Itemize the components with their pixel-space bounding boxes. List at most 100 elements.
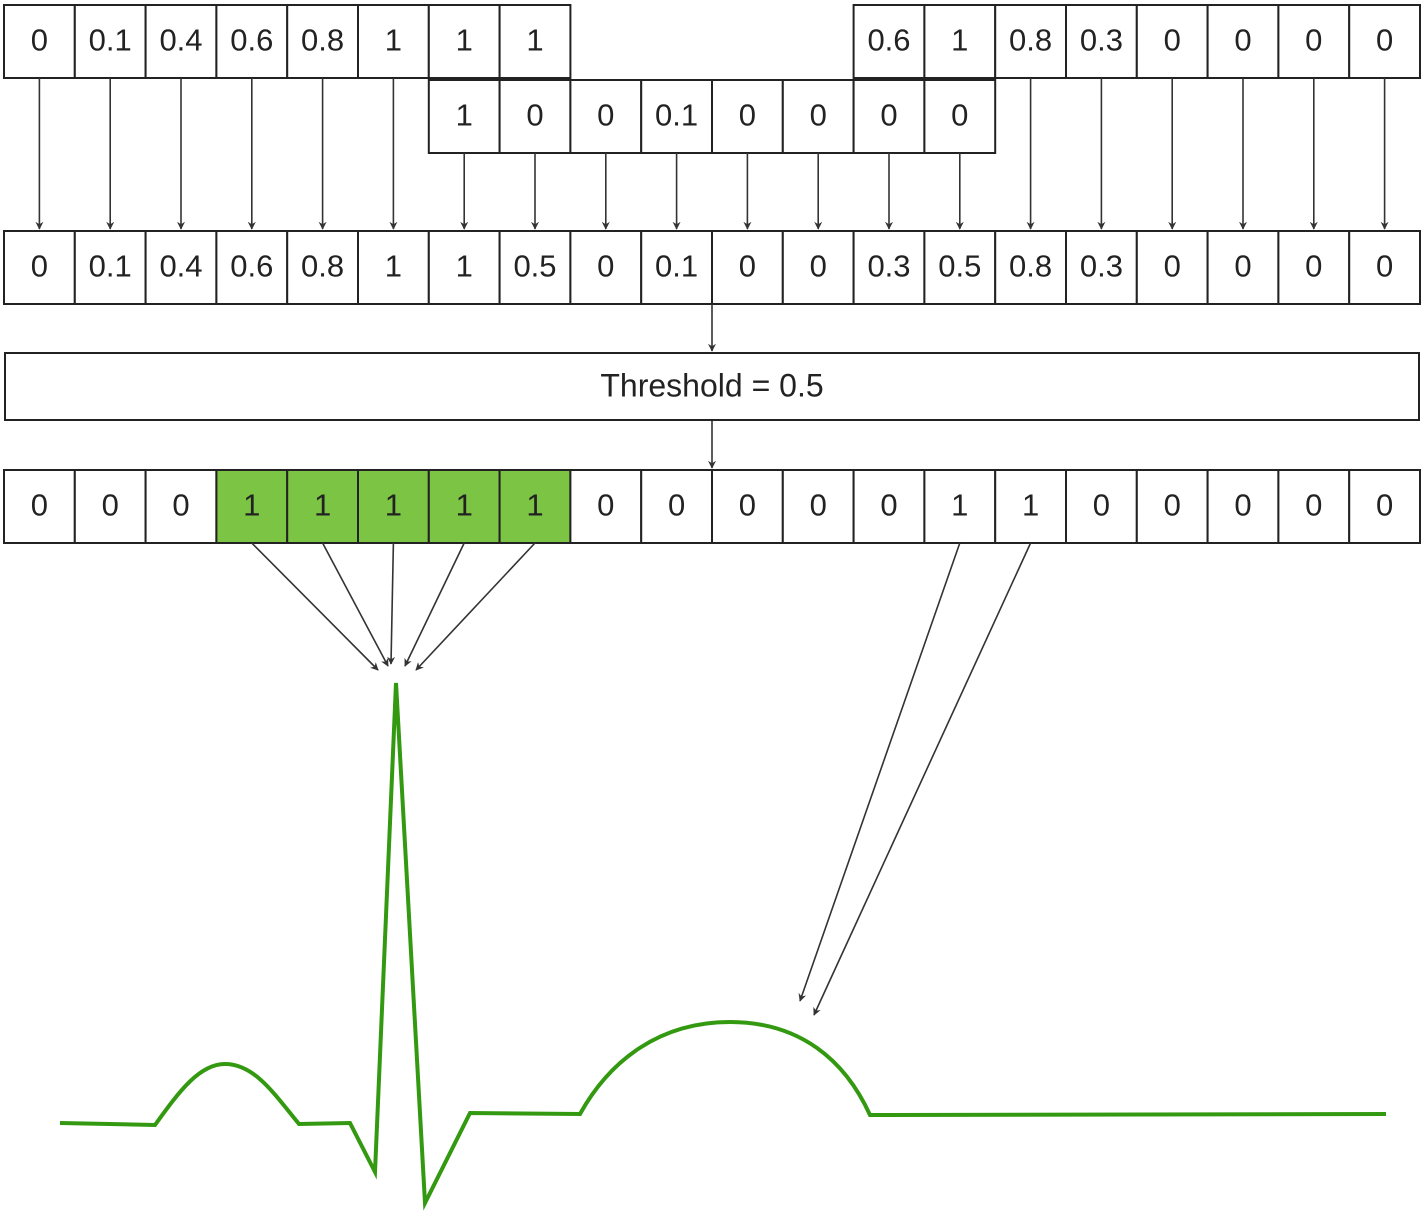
top-right-row-cell: 1 xyxy=(923,4,997,79)
top-right-row-cell-value: 0 xyxy=(1234,23,1251,58)
binary-row-cell-box xyxy=(73,469,147,544)
top-left-row-cell-value: 0.6 xyxy=(230,23,273,58)
middle-row-cell-box xyxy=(852,79,926,154)
combined-row-cell-value: 0.3 xyxy=(867,249,910,284)
combined-row-cell-value: 0.1 xyxy=(655,249,698,284)
binary-row-cell-value: 1 xyxy=(243,488,260,523)
top-left-row-cell: 1 xyxy=(427,4,501,79)
binary-row-cell: 0 xyxy=(781,469,855,544)
combined-row-cell-box xyxy=(144,230,218,305)
combined-row-cell-value: 0 xyxy=(1164,249,1181,284)
binary-row-cell-value: 0 xyxy=(102,488,119,523)
middle-row-cell: 0.1 xyxy=(640,79,714,154)
combined-row-cell: 0.1 xyxy=(640,230,714,305)
top-left-row-cell: 0.6 xyxy=(215,4,289,79)
top-left-row-cell-box xyxy=(427,4,501,79)
middle-row-cell-box xyxy=(640,79,714,154)
combined-row-cell-box xyxy=(1065,230,1138,305)
combined-row-cell: 0.5 xyxy=(498,230,572,305)
combined-row-cell: 0 xyxy=(569,230,643,305)
binary-row-cell-box xyxy=(357,469,430,544)
combined-row-cell-box xyxy=(852,230,926,305)
binary-row-cell: 1 xyxy=(286,469,360,544)
top-right-row-cell: 0 xyxy=(1135,4,1209,79)
binary-row-cell-box xyxy=(286,469,360,544)
arrow xyxy=(404,542,465,667)
combined-row-cell-box xyxy=(923,230,997,305)
binary-row-cell: 0 xyxy=(1206,469,1280,544)
binary-row-cell-value: 0 xyxy=(668,488,685,523)
top-right-row-cell: 0 xyxy=(1348,4,1421,79)
combined-row-cell: 1 xyxy=(427,230,501,305)
top-left-row-cell-box xyxy=(357,4,430,79)
binary-row-cell-box xyxy=(215,469,289,544)
top-right-row-cell: 0.8 xyxy=(994,4,1068,79)
ecg-waveform xyxy=(59,682,1387,1211)
combined-row-cell-value: 0.8 xyxy=(301,249,344,284)
binary-row-cell-box xyxy=(711,469,784,544)
arrow xyxy=(415,542,536,671)
threshold-box: Threshold = 0.5 xyxy=(4,352,1420,421)
top-right-row-cell-value: 0.6 xyxy=(867,23,910,58)
combined-row-cell: 0 xyxy=(711,230,784,305)
top-left-row-cell-box xyxy=(3,4,76,79)
middle-row-cell: 0 xyxy=(781,79,855,154)
binary-row-cell: 1 xyxy=(357,469,430,544)
combined-row-cell-value: 0.6 xyxy=(230,249,273,284)
combined-row-cell-box xyxy=(1206,230,1280,305)
combined-row-cell: 0 xyxy=(1277,230,1351,305)
top-left-row-cell: 0.1 xyxy=(73,4,147,79)
middle-row-cell-value: 0 xyxy=(810,98,827,133)
binary-row-cell-box xyxy=(1206,469,1280,544)
combined-row-cell-value: 0.5 xyxy=(938,249,981,284)
combined-row-cell-value: 0 xyxy=(1376,249,1393,284)
binary-row-cell-value: 0 xyxy=(31,488,48,523)
combined-row-cell: 0 xyxy=(781,230,855,305)
binary-row-cell-box xyxy=(1065,469,1138,544)
combined-row-cell-value: 0 xyxy=(1234,249,1251,284)
binary-row-cell: 0 xyxy=(3,469,76,544)
middle-row-cell-value: 0 xyxy=(880,98,897,133)
binary-row-cell-box xyxy=(852,469,926,544)
middle-row-cell-value: 1 xyxy=(456,98,473,133)
arrow xyxy=(813,542,1032,1016)
combined-row-cell: 0.5 xyxy=(923,230,997,305)
top-right-row-cell-box xyxy=(923,4,997,79)
middle-row-cell: 0 xyxy=(852,79,926,154)
binary-row-cell-box xyxy=(1348,469,1421,544)
combined-row-cell-box xyxy=(711,230,784,305)
top-right-row-cell-box xyxy=(1206,4,1280,79)
binary-row-cell: 1 xyxy=(923,469,997,544)
top-right-row-cell-value: 0 xyxy=(1376,23,1393,58)
top-left-row-cell-value: 1 xyxy=(385,23,402,58)
binary-row-cell: 0 xyxy=(640,469,714,544)
binary-row-cell-value: 1 xyxy=(951,488,968,523)
combined-row-cell: 0 xyxy=(1206,230,1280,305)
top-right-row-cell: 0 xyxy=(1206,4,1280,79)
top-left-row-cell-value: 1 xyxy=(526,23,543,58)
top-right-row-cell-value: 0.3 xyxy=(1080,23,1123,58)
middle-row-cell-box xyxy=(569,79,643,154)
top-left-row-cell-box xyxy=(498,4,572,79)
top-left-row-cell-value: 0.4 xyxy=(159,23,202,58)
top-right-row-cell-box xyxy=(852,4,926,79)
combined-row-cell-value: 0.3 xyxy=(1080,249,1123,284)
combined-row-cell-box xyxy=(1135,230,1209,305)
top-right-row-cell-box xyxy=(1348,4,1421,79)
combined-row-cell: 0 xyxy=(1348,230,1421,305)
combined-row-cell-box xyxy=(215,230,289,305)
top-right-row-cell: 0.3 xyxy=(1065,4,1138,79)
combined-row-cell-value: 0.5 xyxy=(513,249,556,284)
binary-row-cell-box xyxy=(3,469,76,544)
combined-row-cell-value: 0 xyxy=(739,249,756,284)
binary-row-cell-value: 1 xyxy=(385,488,402,523)
combined-row-cell: 0.8 xyxy=(286,230,360,305)
combined-row-cell-box xyxy=(286,230,360,305)
binary-row-cell: 0 xyxy=(852,469,926,544)
combined-row-cell: 0.4 xyxy=(144,230,218,305)
binary-row-cell-value: 0 xyxy=(739,488,756,523)
binary-row-cell-value: 0 xyxy=(1164,488,1181,523)
combined-row-cell: 0.1 xyxy=(73,230,147,305)
